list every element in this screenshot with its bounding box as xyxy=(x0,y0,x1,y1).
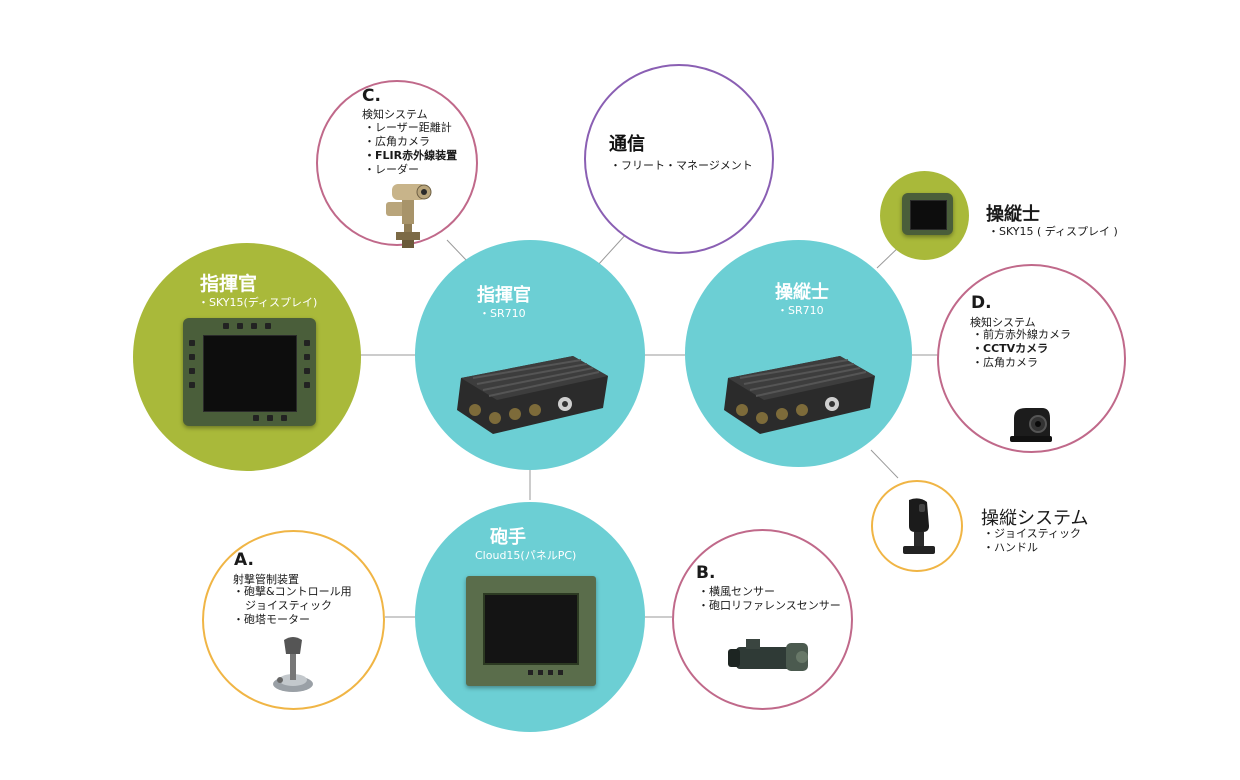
driver-node: 操縦士 ・SR710 xyxy=(685,240,912,467)
rugged-computer-icon xyxy=(457,356,608,434)
sensor-b-node: B. ・横風センサー ・砲口リファレンスセンサー xyxy=(672,529,853,710)
joystick-icon xyxy=(903,498,935,554)
list-item: ・FLIR赤外線装置 xyxy=(364,149,458,162)
detect-d-letter: D. xyxy=(971,293,992,313)
list-item: ・レーザー距離計 xyxy=(364,121,452,134)
list-item: ・ハンドル xyxy=(983,541,1038,554)
driver-display-sub: ・SKY15 ( ディスプレイ ) xyxy=(988,225,1118,238)
commander-title: 指揮官 xyxy=(477,285,531,306)
comms-title: 通信 xyxy=(609,134,645,155)
sensor-turret-icon xyxy=(386,184,432,248)
gunner-node: 砲手 Cloud15(パネルPC) xyxy=(415,502,645,732)
driver-sub: ・SR710 xyxy=(777,304,824,317)
detect-c-letter: C. xyxy=(362,86,381,106)
comms-list: ・フリート・マネージメント xyxy=(610,159,753,173)
list-item: ・広角カメラ xyxy=(364,135,430,148)
fire-a-list: ・砲撃&コントロール用 ジョイスティック ・砲塔モーター xyxy=(233,585,352,627)
display-icon xyxy=(902,193,953,235)
sensor-b-letter: B. xyxy=(696,563,716,583)
list-item: ジョイスティック xyxy=(245,599,333,612)
connector-c-commander xyxy=(446,239,469,263)
display-icon xyxy=(183,318,316,426)
sensor-b-list: ・横風センサー ・砲口リファレンスセンサー xyxy=(698,585,841,613)
commander-display-title: 指揮官 xyxy=(200,273,258,295)
list-item: ・前方赤外線カメラ xyxy=(972,328,1071,341)
commander-sub: ・SR710 xyxy=(479,307,526,320)
list-item: ・横風センサー xyxy=(698,585,775,598)
commander-display-node: 指揮官 ・SKY15(ディスプレイ) xyxy=(133,243,361,471)
list-item: ・砲口リファレンスセンサー xyxy=(698,599,841,612)
commander-node: 指揮官 ・SR710 xyxy=(415,240,645,470)
list-item: ・フリート・マネージメント xyxy=(610,159,753,172)
list-item: ・CCTVカメラ xyxy=(972,342,1049,355)
detect-c-node: C. 検知システム ・レーザー距離計 ・広角カメラ ・FLIR赤外線装置 ・レー… xyxy=(316,80,478,248)
fire-a-heading: 射撃管制装置 xyxy=(233,573,299,586)
connector-comms-commander xyxy=(597,231,629,266)
list-item: ・ジョイスティック xyxy=(983,527,1082,540)
detect-c-list: ・レーザー距離計 ・広角カメラ ・FLIR赤外線装置 ・レーダー xyxy=(364,121,457,177)
steering-list: ・ジョイスティック ・ハンドル xyxy=(983,527,1081,555)
driver-display-node xyxy=(880,171,969,260)
detect-d-heading: 検知システム xyxy=(970,316,1036,329)
panel-pc-icon xyxy=(466,576,596,686)
driver-display-title: 操縦士 xyxy=(986,204,1040,225)
comms-node: 通信 ・フリート・マネージメント xyxy=(584,64,774,254)
rugged-computer-icon xyxy=(724,356,875,434)
detect-c-heading: 検知システム xyxy=(362,108,428,121)
commander-display-sub: ・SKY15(ディスプレイ) xyxy=(198,296,318,309)
camera-icon xyxy=(1010,408,1052,442)
fire-a-letter: A. xyxy=(234,550,254,570)
muzzle-sensor-icon xyxy=(728,639,808,671)
detect-d-node: D. 検知システム ・前方赤外線カメラ ・CCTVカメラ ・広角カメラ xyxy=(937,264,1126,453)
gunner-sub: Cloud15(パネルPC) xyxy=(475,549,577,562)
driver-title: 操縦士 xyxy=(775,282,829,303)
list-item: ・砲撃&コントロール用 xyxy=(233,585,352,598)
gunner-title: 砲手 xyxy=(490,527,526,548)
detect-d-list: ・前方赤外線カメラ ・CCTVカメラ ・広角カメラ xyxy=(972,328,1071,370)
steering-title: 操縦システム xyxy=(981,508,1089,529)
list-item: ・砲塔モーター xyxy=(233,613,310,626)
fire-a-node: A. 射撃管制装置 ・砲撃&コントロール用 ジョイスティック ・砲塔モーター xyxy=(202,530,385,710)
joystick-icon xyxy=(273,637,313,692)
list-item: ・レーダー xyxy=(364,163,419,176)
list-item: ・広角カメラ xyxy=(972,356,1038,369)
connector-driver-steering xyxy=(870,449,899,479)
steering-node xyxy=(871,480,963,572)
